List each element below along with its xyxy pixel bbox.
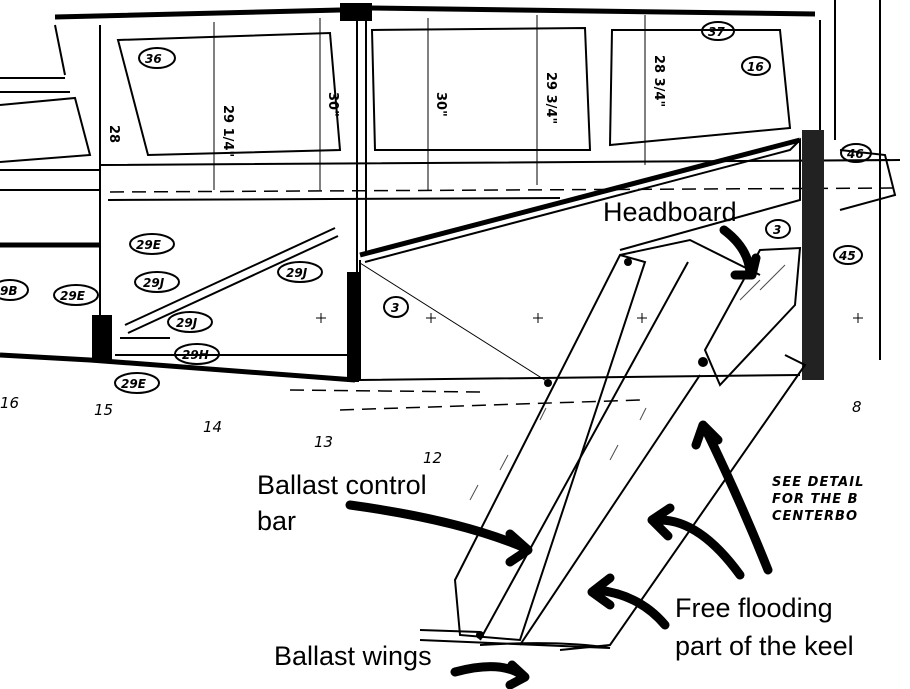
see-detail-note: SEE DETAIL FOR THE B CENTERBO	[772, 474, 864, 525]
arrow-flooding-3	[587, 573, 670, 630]
note-line-1: SEE DETAIL	[772, 475, 865, 490]
tag-46: 46	[846, 147, 864, 161]
tag-16: 16	[747, 60, 764, 74]
tag-29j-right: 29J	[286, 266, 308, 280]
station-12: 12	[423, 449, 442, 467]
station-15: 15	[94, 401, 113, 419]
station-13: 13	[314, 433, 333, 451]
tag-29j-left: 29J	[143, 276, 165, 290]
tag-36: 36	[145, 52, 162, 66]
station-16: 16	[0, 394, 19, 412]
label-free-flooding-1: Free flooding	[675, 593, 833, 623]
arrow-flooding-1	[691, 420, 773, 575]
label-headboard: Headboard	[603, 197, 737, 227]
label-ballast-control-bar-1: Ballast control	[257, 470, 427, 500]
dim-29-3-4: 29 3/4"	[543, 72, 558, 124]
cabin-structure	[0, 0, 901, 411]
note-line-2: FOR THE B	[772, 492, 859, 507]
station-8: 8	[852, 398, 862, 416]
station-14: 14	[203, 418, 222, 436]
tag-29h: 29H	[182, 348, 209, 362]
label-ballast-control-bar-2: bar	[257, 506, 297, 536]
dim-28: 28	[106, 125, 121, 143]
arrow-headboard	[719, 225, 761, 280]
arrow-ballast-control	[345, 500, 533, 567]
arrow-ballast-wings	[450, 660, 530, 689]
tag-29b: 9B	[0, 284, 18, 298]
tag-37: 37	[708, 25, 725, 39]
note-line-3: CENTERBO	[772, 509, 859, 524]
part-tags: 36 37 16 46 3 3 45 29E 29E 29E 29J 29J 2…	[0, 21, 872, 394]
arrow-flooding-2	[647, 503, 745, 580]
label-free-flooding-2: part of the keel	[675, 631, 854, 661]
tag-45: 45	[838, 249, 856, 263]
tag-3-left: 3	[391, 301, 399, 315]
label-ballast-wings: Ballast wings	[274, 641, 432, 671]
dim-30-b: 30"	[433, 92, 448, 117]
tag-29e-left: 29E	[60, 289, 86, 303]
tag-29e-bottom: 29E	[121, 377, 147, 391]
dim-29-1-4: 29 1/4"	[220, 105, 235, 157]
stations: 16 15 14 13 12 8	[0, 394, 862, 467]
annotation-arrows	[345, 225, 773, 689]
tag-29j-lower: 29J	[176, 316, 198, 330]
dim-30-a: 30"	[325, 92, 340, 117]
tag-3-right: 3	[773, 223, 781, 237]
dimensions: 29 1/4" 30" 30" 29 3/4" 28 3/4" 28	[106, 55, 666, 157]
tag-29e-top: 29E	[136, 238, 162, 252]
dim-28-3-4: 28 3/4"	[651, 55, 666, 107]
